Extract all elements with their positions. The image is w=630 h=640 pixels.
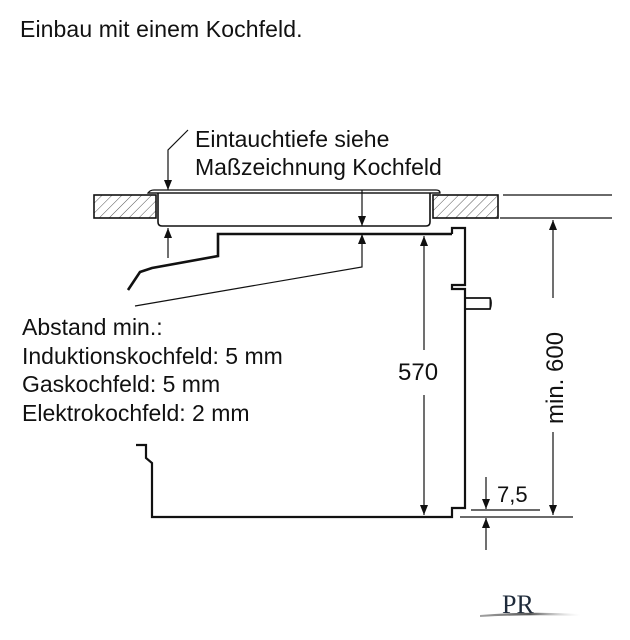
distance-leader (134, 234, 366, 307)
immersion-depth-leader (164, 129, 366, 258)
logo-mark-icon: PR (480, 590, 580, 619)
niche-height-value: min. 600 (542, 332, 569, 424)
dimension-min-600 (460, 220, 573, 518)
distance-gas: Gaskochfeld: 5 mm (22, 371, 220, 397)
dimension-7-5 (471, 477, 540, 550)
oven-height-value: 570 (398, 359, 438, 386)
distance-electric: Elektrokochfeld: 2 mm (22, 400, 250, 426)
bottom-offset-value: 7,5 (497, 482, 528, 507)
immersion-label-line2: Maßzeichnung Kochfeld (195, 154, 442, 180)
worktop-right (432, 194, 499, 219)
hob (146, 189, 441, 227)
worktop-left (93, 194, 157, 219)
immersion-label-line1: Eintauchtiefe siehe (195, 126, 389, 152)
distance-heading: Abstand min.: (22, 314, 163, 340)
distance-induction: Induktionskochfeld: 5 mm (22, 343, 283, 369)
diagram-title: Einbau mit einem Kochfeld. (20, 16, 303, 42)
oven-body (126, 226, 492, 519)
brand-logo: PR (480, 583, 590, 628)
